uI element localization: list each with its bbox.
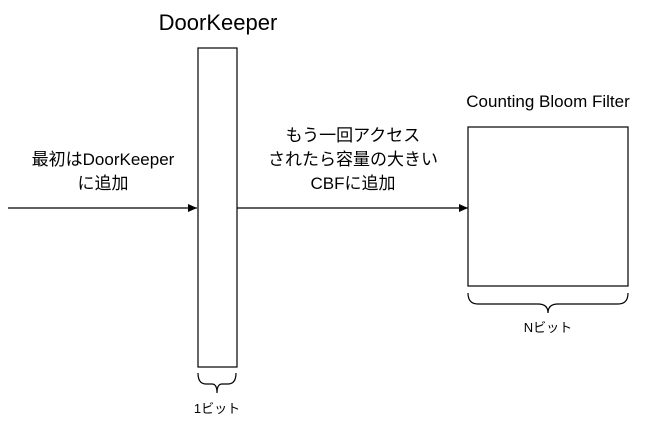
middle-arrow-label-line1: もう一回アクセス [285,126,421,145]
middle-arrow-label: もう一回アクセス されたら容量の大きい CBFに追加 [236,124,470,196]
doorkeeper-title: DoorKeeper [158,10,278,35]
middle-arrow-label-line3: CBFに追加 [310,174,396,193]
doorkeeper-box [197,47,238,368]
bloom-filter-title: Counting Bloom Filter [466,92,630,111]
bloom-filter-width-label: Nビット [523,320,573,335]
bloom-filter-box [467,126,629,287]
doorkeeper-brace [197,372,237,394]
bloom-filter-brace [467,292,629,314]
middle-arrow-label-line2: されたら容量の大きい [268,150,438,169]
doorkeeper-width-label: 1ビット [193,401,241,416]
input-arrow-label-line2: に追加 [77,174,129,193]
input-arrow-label-line1: 最初はDoorKeeper [31,150,175,169]
input-arrow-label: 最初はDoorKeeper に追加 [8,148,198,196]
